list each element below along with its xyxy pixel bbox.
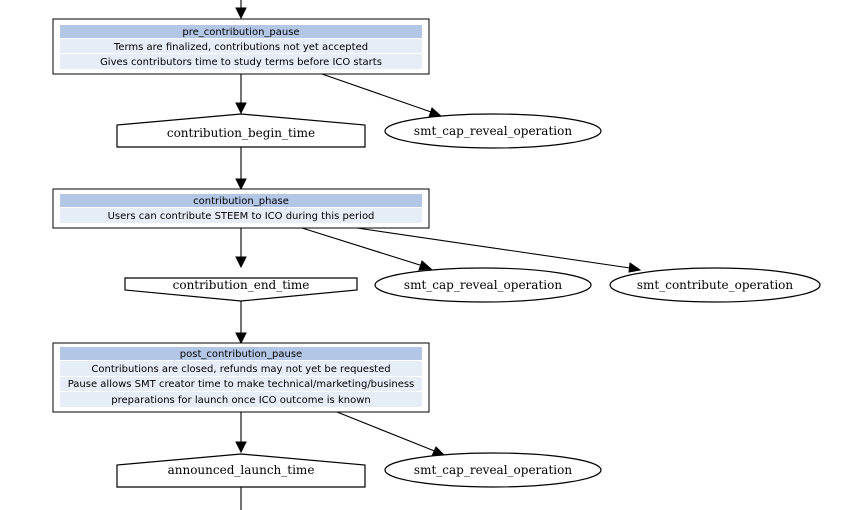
event-contribution-begin-time: contribution_begin_time: [116, 113, 366, 148]
operation-label: smt_cap_reveal_operation: [414, 463, 572, 477]
phase-line: preparations for launch once ICO outcome…: [111, 395, 370, 406]
phase-line: Terms are finalized, contributions not y…: [113, 42, 368, 53]
edge-pre-to-reveal-1: [321, 73, 435, 114]
event-announced-launch-time: announced_launch_time: [116, 453, 366, 488]
operation-smt-cap-reveal-1: smt_cap_reveal_operation: [384, 113, 602, 149]
phase-row: [60, 392, 422, 407]
arrowhead: [235, 332, 247, 345]
operation-shape: [609, 267, 821, 303]
edge-contribution-to-contribute: [356, 227, 631, 269]
operation-label: smt_contribute_operation: [637, 278, 794, 292]
phase-line: Pause allows SMT creator time to make te…: [68, 379, 415, 390]
phase-line: Contributions are closed, refunds may no…: [91, 364, 390, 375]
phase-header: [60, 194, 422, 207]
phase-row: [60, 54, 422, 69]
phase-header: [60, 25, 422, 38]
operation-smt-cap-reveal-3: smt_cap_reveal_operation: [384, 452, 602, 488]
phase-title: pre_contribution_pause: [182, 27, 299, 38]
phase-pre-contribution-pause: pre_contribution_pause Terms are finaliz…: [52, 18, 430, 75]
phase-title: contribution_phase: [193, 196, 289, 207]
operation-shape: [384, 113, 602, 149]
event-label: announced_launch_time: [168, 463, 315, 477]
event-shape: [116, 113, 366, 148]
phase-row: [60, 361, 422, 376]
edges: [235, 0, 642, 510]
operation-smt-contribute: smt_contribute_operation: [609, 267, 821, 303]
arrowhead: [628, 262, 642, 273]
phase-line: Gives contributors time to study terms b…: [100, 57, 382, 68]
arrowhead: [235, 178, 247, 191]
phase-post-contribution-pause: post_contribution_pause Contributions ar…: [52, 342, 430, 413]
phase-row: [60, 377, 422, 391]
edge-post-to-reveal-3: [336, 411, 438, 453]
operation-label: smt_cap_reveal_operation: [404, 278, 562, 292]
arrowhead: [235, 441, 247, 454]
event-shape: [124, 277, 358, 302]
operation-smt-cap-reveal-2: smt_cap_reveal_operation: [374, 267, 592, 303]
arrowhead: [235, 256, 247, 269]
operation-label: smt_cap_reveal_operation: [414, 124, 572, 138]
arrowhead: [418, 260, 433, 271]
arrowhead: [235, 7, 247, 20]
event-shape: [116, 453, 366, 488]
arrowhead: [235, 102, 247, 115]
phase-row: [60, 208, 422, 223]
phase-line: Users can contribute STEEM to ICO during…: [108, 211, 375, 222]
operation-shape: [374, 267, 592, 303]
event-contribution-end-time: contribution_end_time: [124, 277, 358, 302]
phase-header: [60, 347, 422, 360]
event-label: contribution_end_time: [173, 278, 310, 292]
event-label: contribution_begin_time: [167, 126, 315, 140]
edge-contribution-to-reveal-2: [301, 227, 424, 267]
phase-row: [60, 39, 422, 53]
phase-contribution-phase: contribution_phase Users can contribute …: [52, 188, 430, 229]
operation-shape: [384, 452, 602, 488]
phase-title: post_contribution_pause: [180, 349, 302, 360]
